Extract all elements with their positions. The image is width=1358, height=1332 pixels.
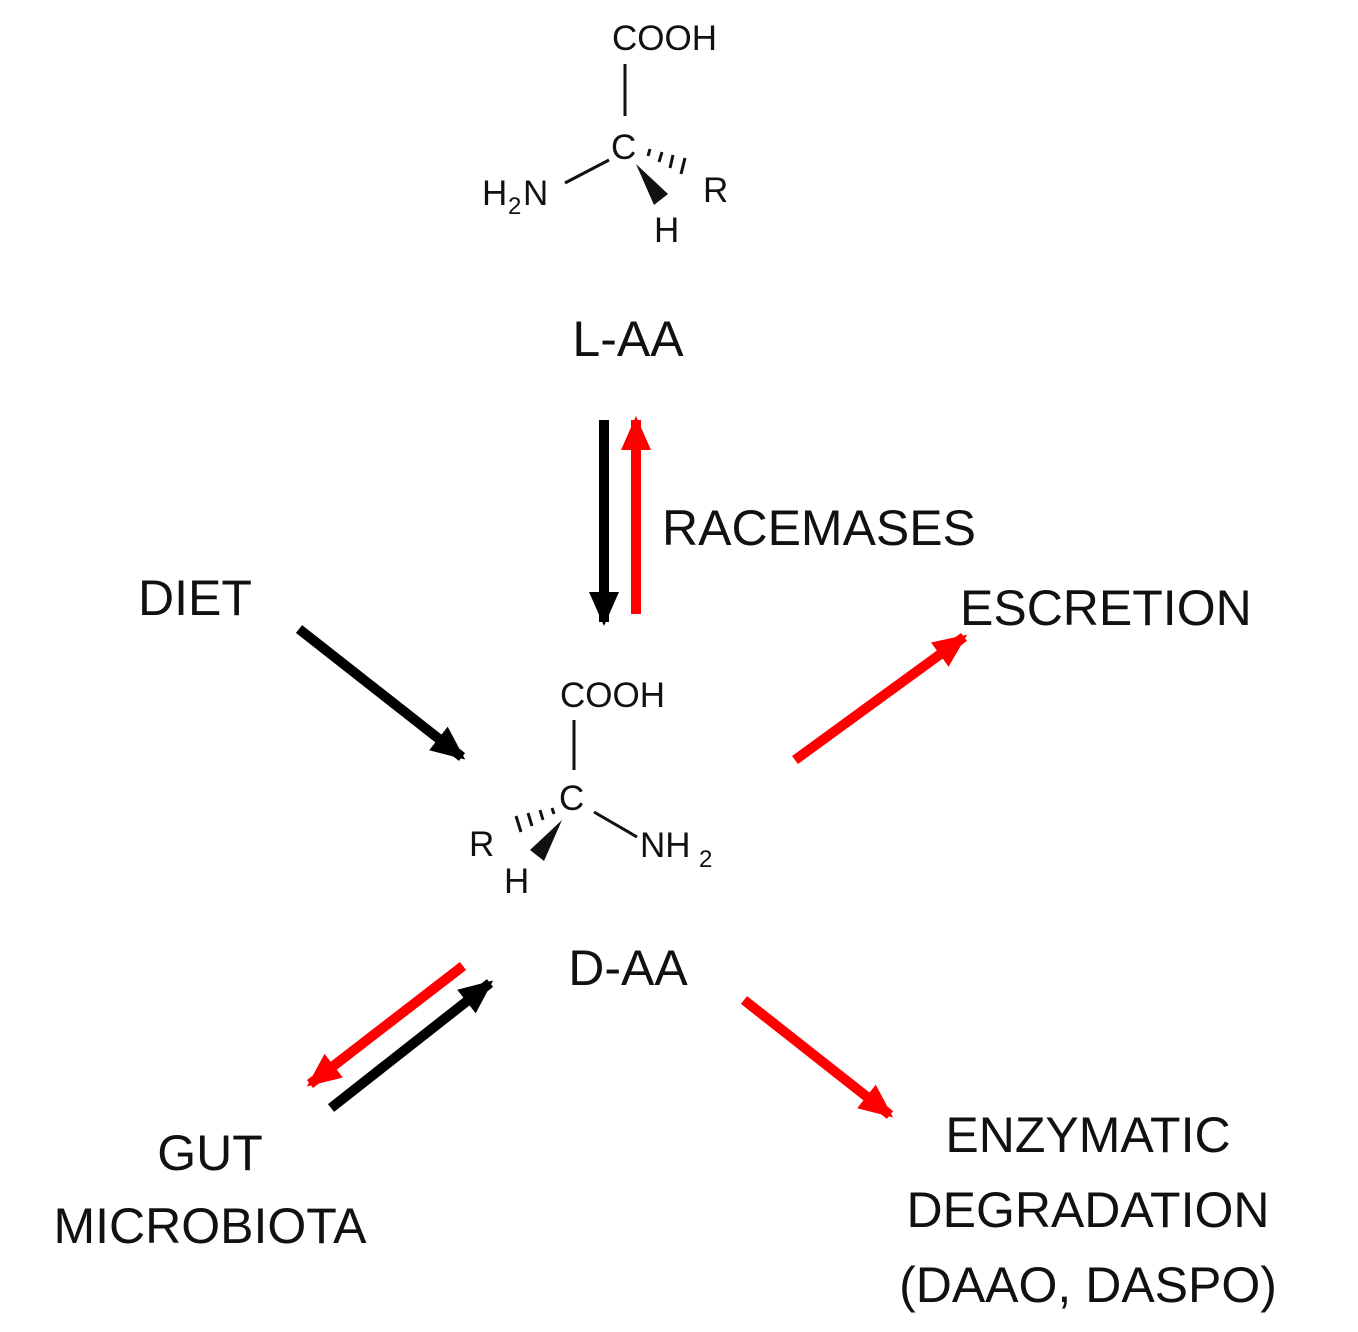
d-aa-label: D-AA: [568, 940, 688, 996]
degradation-arrow: [740, 996, 894, 1119]
d-aa-hashed-bond: [514, 807, 556, 833]
l-aa-structure: COOH C H 2 N R H: [482, 19, 728, 250]
gut-uptake-arrow: [306, 962, 467, 1088]
l-aa-wedge-bond: [636, 164, 668, 205]
excretion-arrow: [792, 632, 968, 765]
gut-production-arrow: [327, 979, 494, 1112]
excretion-label: ESCRETION: [960, 580, 1252, 636]
l-aa-hashed-bond: [646, 148, 687, 175]
gut-label-line1: GUT: [157, 1125, 263, 1181]
diet-label: DIET: [138, 570, 252, 626]
enzymatic-label-line1: ENZYMATIC: [945, 1107, 1230, 1163]
l-aa-label: L-AA: [572, 311, 684, 367]
d-aa-carbon: C: [559, 779, 584, 818]
d-aa-r-group: R: [469, 825, 494, 864]
d-aa-structure: COOH C NH 2 R H: [469, 676, 712, 901]
enzymatic-label-line2: DEGRADATION: [907, 1182, 1270, 1238]
l-aa-carbon: C: [611, 128, 636, 167]
d-aa-hydrogen: H: [504, 862, 529, 901]
l-aa-r-group: R: [703, 171, 728, 210]
l-aa-amine-h: H: [482, 174, 507, 213]
l-aa-amine-n: N: [523, 174, 548, 213]
gut-label-line2: MICROBIOTA: [54, 1198, 368, 1254]
enzymatic-label-line3: (DAAO, DASPO): [899, 1257, 1277, 1313]
d-aa-amine-sub: 2: [699, 846, 712, 873]
d-aa-wedge-bond: [530, 820, 562, 861]
l-aa-cooh: COOH: [612, 19, 717, 58]
l-aa-bond-amine: [564, 158, 610, 185]
d-aa-bond-amine: [593, 810, 638, 839]
d-aa-amine-nh: NH: [640, 826, 691, 865]
racemases-label: RACEMASES: [662, 500, 976, 556]
diet-arrow: [295, 625, 466, 761]
d-aa-cooh: COOH: [560, 676, 665, 715]
l-aa-amine-sub: 2: [508, 193, 521, 220]
l-aa-hydrogen: H: [654, 211, 679, 250]
